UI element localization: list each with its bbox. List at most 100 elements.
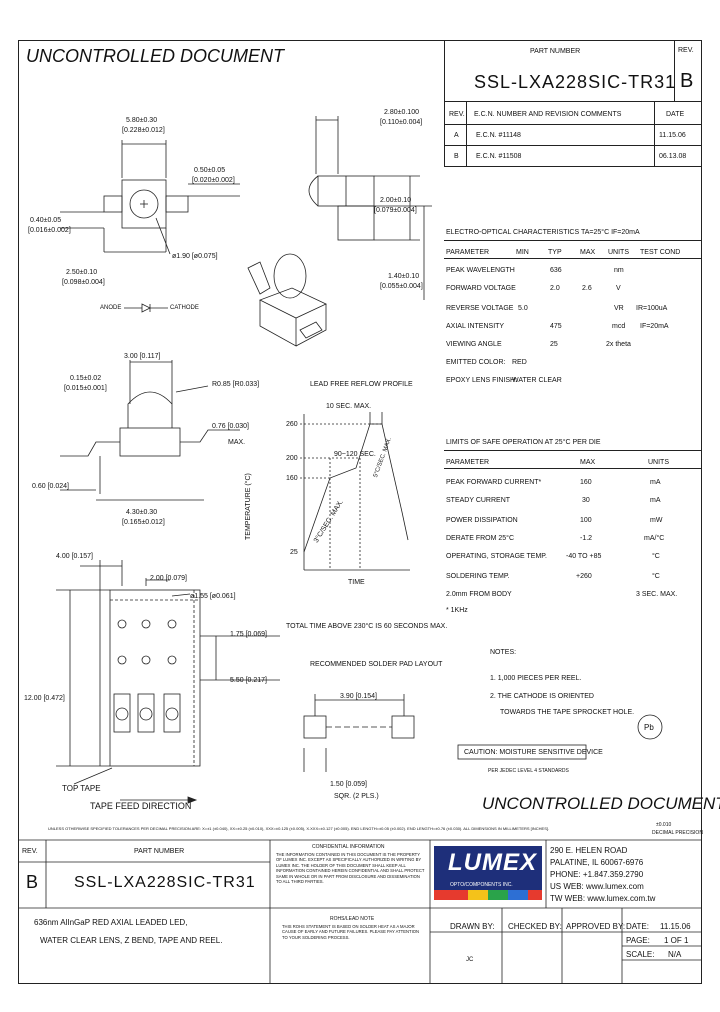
dim-hole-pitch: 2.00 [0.079] [150,575,187,582]
caution-sub: PER JEDEC LEVEL 4 STANDARDS [488,768,569,774]
limits-r0-max: 160 [580,479,592,486]
limits-r6-units: 3 SEC. MAX. [636,591,678,598]
limits-r4-param: OPERATING, STORAGE TEMP. [446,553,548,560]
dim-lead-t: 0.15±0.02 [70,375,102,382]
drawn-by-init: JC [466,957,474,963]
electro-r2-test: IR=100uA [636,305,668,312]
electro-r3-param: AXIAL INTENSITY [446,323,505,330]
dim-lens-dia: ø1.90 [ø0.075] [172,253,218,260]
scale-value: N/A [668,950,682,959]
reflow-title: LEAD FREE REFLOW PROFILE [310,381,413,388]
limits-h-param: PARAMETER [446,459,490,466]
limits-r3-units: mA/°C [644,535,665,542]
date-row-a: 11.15.06 [659,132,686,139]
dim-tape-width: 12.00 [0.472] [24,695,65,702]
rohs-mark: Pb [644,723,654,732]
electro-r1-typ: 2.0 [550,285,560,292]
dim-span-in: [0.165±0.012] [122,519,165,526]
note-2b: TOWARDS THE TAPE SPROCKET HOLE. [500,709,635,716]
electro-r0-typ: 636 [550,267,562,274]
limits-r4-units: °C [652,553,660,560]
checked-by-label: CHECKED BY: [508,922,562,931]
electro-r2-param: REVERSE VOLTAGE [446,305,514,312]
dim-lead-thick-in: [0.016±0.002] [28,227,71,234]
electro-h-max: MAX [580,249,596,256]
dim-center: 5.50 [0.217] [230,677,267,684]
dim-side: 2.00±0.10 [380,197,412,204]
confidential-text: THE INFORMATION CONTAINED IN THIS DOCUME… [276,852,425,885]
dim-width: 5.80±0.30 [126,117,158,124]
uncontrolled-header: UNCONTROLLED DOCUMENT [26,46,285,66]
dim-span: 4.30±0.30 [126,509,158,516]
part-number: SSL-LXA228SIC-TR31 [474,72,677,92]
electro-r2-units: VR [614,305,624,312]
rohs-text: THIS ROHS STATEMENT IS BASED ON SOLDER H… [282,924,420,940]
electro-r2-min: 5.0 [518,305,528,312]
dim-offset: 0.76 [0.030] [212,423,249,430]
electro-r5-val: RED [512,359,527,366]
address-2: PALATINE, IL 60067-6976 [550,858,644,867]
reflow-tick-200: 200 [286,455,298,462]
drawing-frame [18,40,702,984]
desc-line-2: WATER CLEAR LENS, Z BEND, TAPE AND REEL. [40,936,223,945]
cathode-label: CATHODE [170,305,199,311]
reflow-max: 10 SEC. MAX. [326,403,372,410]
limits-r5-param: SOLDERING TEMP. [446,573,510,580]
limits-r2-units: mW [650,517,663,524]
approved-by-label: APPROVED BY: [566,922,626,931]
solder-dim2: 1.50 [0.059] [330,781,367,788]
lumex-logo: LUMEX [448,849,537,876]
dim-lens-width: 3.00 [0.117] [124,353,161,360]
footer-part: SSL-LXA228SIC-TR31 [74,874,256,891]
reflow-tick-260: 260 [286,421,298,428]
limits-r5-units: °C [652,573,660,580]
electro-r0-param: PEAK WAVELENGTH [446,267,515,274]
dim-base: 1.40±0.10 [388,273,420,280]
dim-edge: 1.75 [0.069] [230,631,267,638]
electro-r4-param: VIEWING ANGLE [446,341,502,348]
scale-label: SCALE: [626,950,655,959]
electro-r0-units: nm [614,267,624,274]
desc-line-1: 636nm AlInGaP RED AXIAL LEADED LED, [34,918,188,927]
page-label: PAGE: [626,936,650,945]
rev-label: REV. [678,47,694,54]
dim-offset-max: MAX. [228,439,246,446]
limits-r0-units: mA [650,479,661,486]
electro-r3-test: IF=20mA [640,323,669,330]
solder-dim: 3.90 [0.154] [340,693,377,700]
uncontrolled-footer: UNCONTROLLED DOCUMENT [482,794,720,813]
dim-pitch: 4.00 [0.157] [56,553,93,560]
address-1: 290 E. HELEN ROAD [550,846,628,855]
electro-r3-units: mcd [612,323,626,330]
address-3: PHONE: +1.847.359.2790 [550,870,644,879]
rev-row-a: A [454,132,459,139]
dim-side-in: [0.079±0.004] [374,207,417,214]
ecn-col-header: E.C.N. NUMBER AND REVISION COMMENTS [474,111,622,118]
dim-hole-dia: ø1.55 [ø0.061] [190,593,236,600]
dim-radius: R0.85 [R0.033] [212,381,260,388]
electro-r6-param: EPOXY LENS FINISH: [446,377,518,384]
limits-r4-max: -40 TO +85 [566,553,602,560]
rev-value: B [680,70,695,92]
electro-h-min: MIN [516,249,529,256]
drawn-by-label: DRAWN BY: [450,922,495,931]
tolerance-right: ±0.010 [656,822,672,828]
rev-row-b: B [454,153,459,160]
part-number-label: PART NUMBER [530,48,581,55]
dim-height: 2.80±0.100 [384,109,419,116]
dim-body-in: [0.098±0.004] [62,279,105,286]
date-row-b: 06.13.08 [659,153,687,160]
dim-height-in: [0.110±0.004] [380,119,423,126]
limits-r2-max: 100 [580,517,592,524]
caution-title: CAUTION: MOISTURE SENSITIVE DEVICE [464,749,603,756]
reflow-tick-25: 25 [290,549,298,556]
reflow-tick-160: 160 [286,475,298,482]
limits-r5-max: +260 [576,573,592,580]
address-5: TW WEB: www.lumex.com.tw [550,894,656,903]
reflow-xlabel: TIME [348,579,365,586]
footer-part-label: PART NUMBER [134,848,185,855]
tolerance-line: UNLESS OTHERWISE SPECIFIED TOLERANCES PE… [48,826,550,831]
limits-h-max: MAX [580,459,596,466]
lumex-logo-sub: OPTO/COMPONENTS INC. [450,882,513,888]
reflow-window: 90~120 SEC. [334,451,376,458]
